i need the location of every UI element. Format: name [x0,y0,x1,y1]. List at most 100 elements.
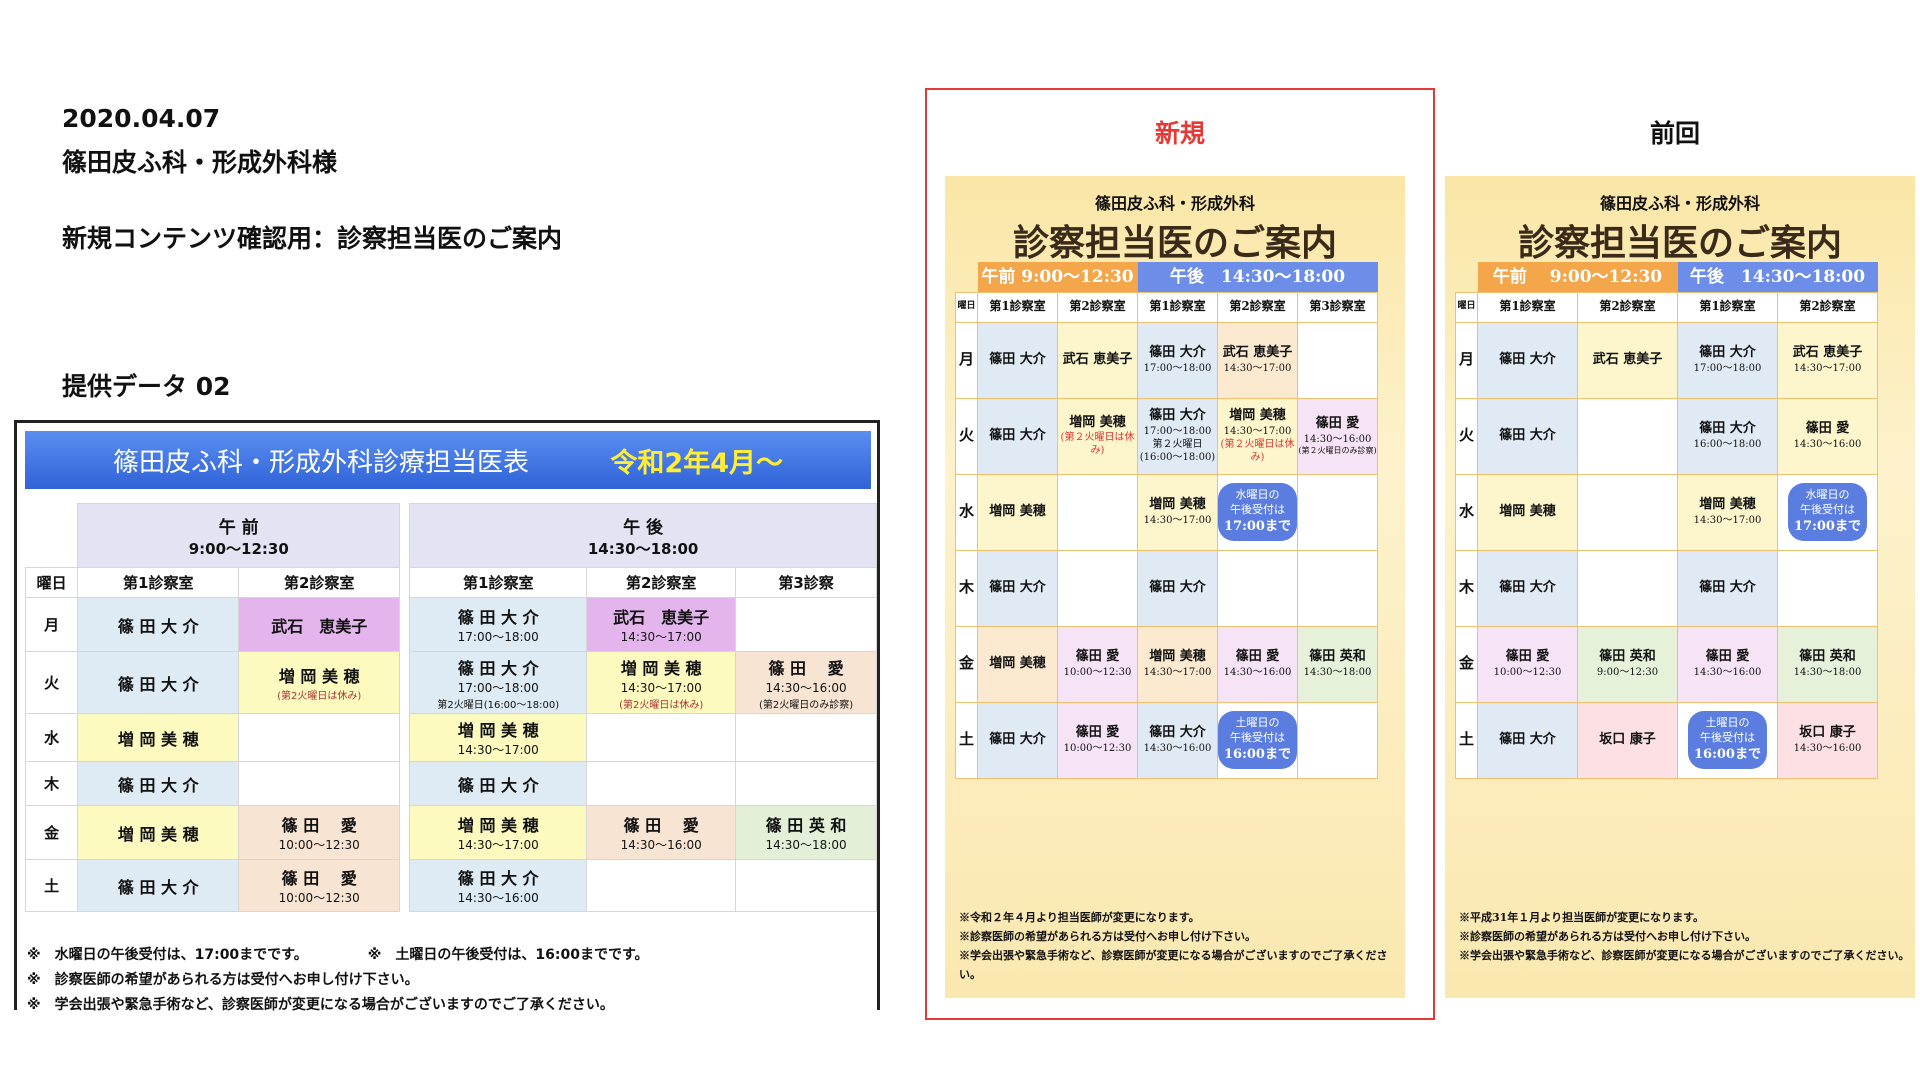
pm-header: 午後 14:30〜18:00 [1677,262,1878,292]
new-schedule: 篠田皮ふ科・形成外科 診察担当医のご案内 午前 9:00〜12:30 午後 14… [945,176,1405,998]
clinic-name: 篠田皮ふ科・形成外科 [1094,194,1255,213]
doctor-cell [1577,549,1678,627]
doctor-cell [735,713,877,762]
day-cell: 土 [955,701,978,779]
doctor-cell [1217,549,1298,627]
room-header: 第1診察室 [1137,291,1218,323]
room-header: 第1診察室 [977,291,1058,323]
doctor-cell: 武石 恵美子 [238,597,401,652]
day-cell: 土 [24,859,79,912]
room-header: 第2診察室 [238,567,401,598]
doctor-cell [1297,701,1378,779]
source-row: 木篠 田 大 介篠 田 大 介 [24,761,877,806]
day-cell: 木 [955,549,978,627]
doctor-cell: 篠田 大介 [1137,549,1218,627]
doctor-cell [586,713,737,762]
source-title: 篠田皮ふ科・形成外科診療担当医表 [113,447,530,478]
schedule-title: 診察担当医のご案内 [1517,222,1842,264]
doctor-cell: 篠田 大介 [977,701,1058,779]
doctor-cell: 武石 恵美子 [1577,321,1678,399]
room-header: 第2診察室 [1777,291,1878,323]
doctor-cell: 篠田 大介 [1677,549,1778,627]
room-header: 第1診察室 [1677,291,1778,323]
room-header: 第3診察 [735,567,877,598]
doctor-cell: 増 岡 美 穂 [77,805,240,860]
footer-note: ※令和２年４月より担当医師が変更になります。 [959,911,1200,924]
doctor-cell [586,761,737,806]
doctor-cell: 篠田 大介 [977,321,1058,399]
doctor-cell: 篠 田 大 介 [77,597,240,652]
doctor-cell: 武石 恵美子 [1057,321,1138,399]
day-cell: 水 [24,713,79,762]
doctor-cell: 増 岡 美 穂 [77,713,240,762]
day-cell: 木 [1455,549,1478,627]
doctor-cell: 篠田 大介 [1477,397,1578,475]
day-cell: 火 [24,651,79,714]
doctor-cell [586,859,737,912]
room-header: 第2診察室 [1217,291,1298,323]
note: ※ 診察医師の希望があられる方は受付へお申し付け下さい。 [27,972,419,988]
doctor-cell: 増岡 美穂(第２火曜日は休み) [1057,397,1138,475]
schedule-row: 木篠田 大介篠田 大介 [955,549,1378,627]
day-cell: 月 [955,321,978,399]
note: ※ 学会出張や緊急手術など、診察医師が変更になる場合がございますのでご了承くださ… [27,997,614,1013]
doctor-cell [735,761,877,806]
date-text: 2020.04.07 [62,104,221,133]
doctor-cell: 増岡 美穂 [977,473,1058,551]
doctor-cell: 篠 田 大 介 [409,761,588,806]
doctor-cell [238,761,401,806]
day-cell: 月 [1455,321,1478,399]
data-label: 提供データ 02 [62,372,231,401]
day-cell: 火 [955,397,978,475]
day-cell: 月 [24,597,79,652]
day-cell: 水 [955,473,978,551]
pm-header: 午後 14:30〜18:00 [1137,262,1378,292]
doctor-cell [1777,549,1878,627]
new-frame [925,88,1435,1020]
doctor-cell: 篠 田 大 介 [77,859,240,912]
am-header: 午前 9:00〜12:30 [977,262,1138,292]
room-header: 第1診察室 [1477,291,1578,323]
source-month: 令和2年4月〜 [610,447,783,479]
day-cell: 土 [1455,701,1478,779]
doctor-cell [1057,473,1138,551]
room-header: 第2診察室 [586,567,737,598]
doctor-cell [1297,549,1378,627]
prev-label: 前回 [1649,119,1700,148]
schedule-title: 診察担当医のご案内 [1012,222,1337,264]
doctor-cell: 篠 田 大 介 [77,651,240,714]
